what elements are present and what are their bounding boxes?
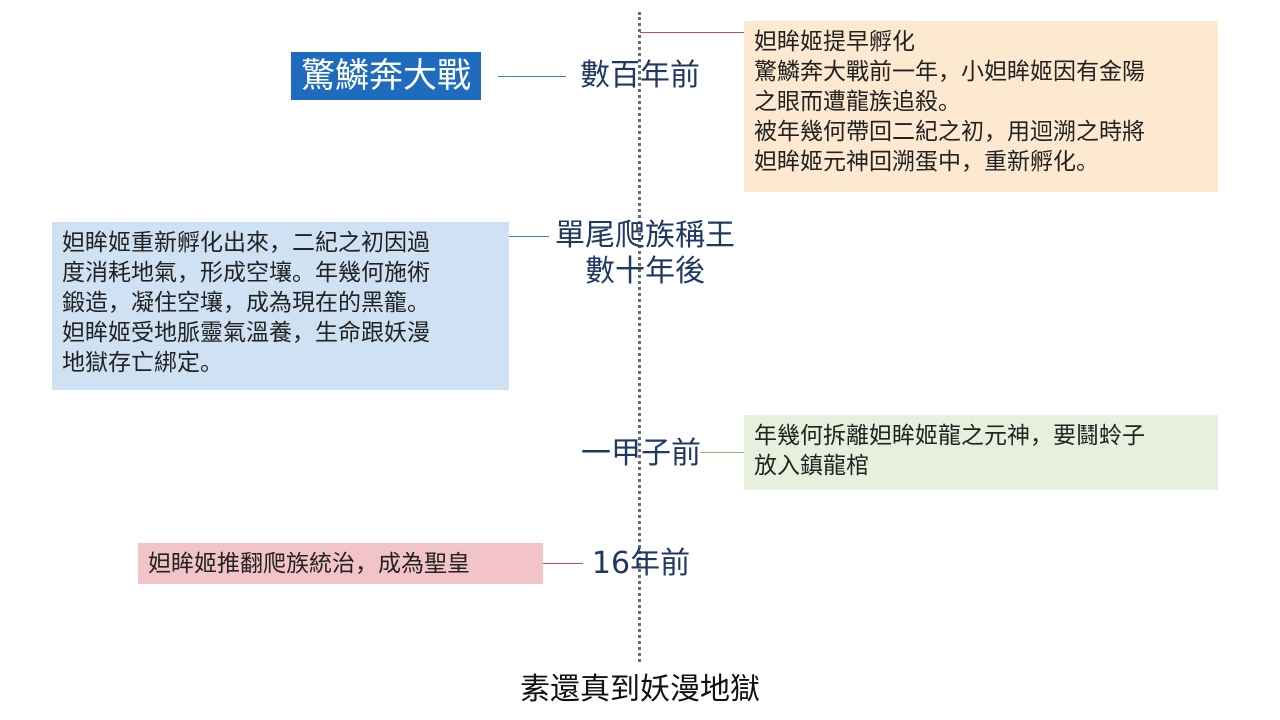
box-line: 驚鱗奔大戰前一年，小妲眸姬因有金陽 — [754, 59, 1145, 85]
box-line: 之眼而遭龍族追殺。 — [754, 89, 961, 115]
event-label-3: 16年前 — [576, 546, 706, 582]
box-line: 鍛造，凝住空壤，成為現在的黑籠。 — [62, 290, 430, 316]
box-line: 妲眸姬元神回溯蛋中，重新孵化。 — [754, 149, 1099, 175]
timeline-axis — [638, 12, 641, 662]
label-line: 一甲子前 — [581, 436, 701, 471]
box-line: 地獄存亡綁定。 — [62, 350, 223, 376]
box-line: 被年幾何帶回二紀之初，用迴溯之時將 — [754, 119, 1145, 145]
box-line: 妲眸姬重新孵化出來，二紀之初因過 — [62, 230, 430, 256]
label-line: 數百年前 — [580, 58, 700, 93]
box-connector-1 — [509, 236, 549, 237]
tag-connector — [498, 76, 566, 77]
label-line: 16年前 — [591, 546, 691, 581]
event-label-1: 單尾爬族稱王 數十年後 — [540, 218, 750, 290]
event-label-2: 一甲子前 — [566, 436, 716, 472]
label-line: 數十年後 — [585, 254, 705, 289]
event-label-0: 數百年前 — [560, 58, 720, 94]
event-box-2: 年幾何拆離妲眸姬龍之元神，要鬪蛉子 放入鎮龍棺 — [744, 415, 1218, 490]
box-line: 放入鎮龍棺 — [754, 453, 869, 479]
box-line: 年幾何拆離妲眸姬龍之元神，要鬪蛉子 — [754, 423, 1145, 449]
box-connector-0 — [640, 32, 744, 33]
box-connector-2 — [700, 452, 744, 453]
event-box-1: 妲眸姬重新孵化出來，二紀之初因過 度消耗地氣，形成空壤。年幾何施術 鍛造，凝住空… — [52, 222, 509, 390]
event-tag-jinglinben: 驚鱗奔大戰 — [291, 52, 481, 100]
bottom-title: 素還真到妖漫地獄 — [520, 672, 760, 707]
box-line: 妲眸姬提早孵化 — [754, 29, 915, 55]
box-line: 妲眸姬受地脈靈氣溫養，生命跟妖漫 — [62, 320, 430, 346]
label-line: 單尾爬族稱王 — [555, 218, 735, 253]
box-connector-3 — [543, 563, 583, 564]
event-box-0: 妲眸姬提早孵化 驚鱗奔大戰前一年，小妲眸姬因有金陽 之眼而遭龍族追殺。 被年幾何… — [744, 21, 1218, 192]
box-line: 妲眸姬推翻爬族統治，成為聖皇 — [148, 551, 470, 577]
event-box-3: 妲眸姬推翻爬族統治，成為聖皇 — [138, 543, 543, 584]
box-line: 度消耗地氣，形成空壤。年幾何施術 — [62, 260, 430, 286]
